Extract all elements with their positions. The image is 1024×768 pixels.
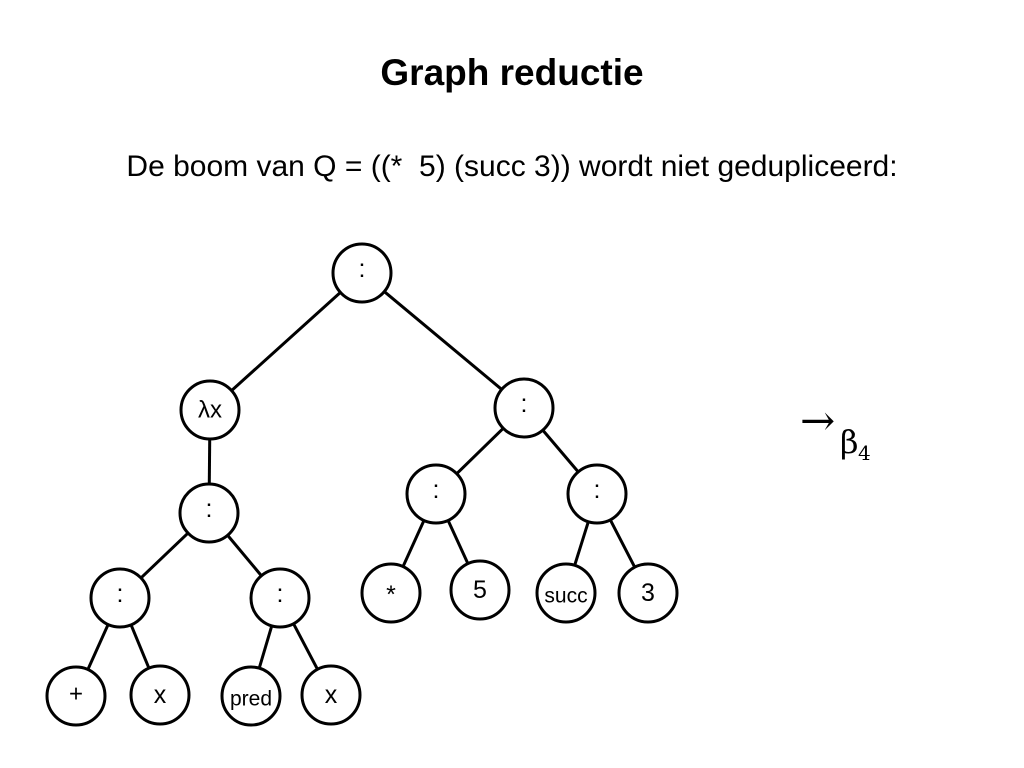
beta-reduction-arrow: → β 4 xyxy=(800,396,871,465)
tree-node-x1: x xyxy=(129,664,191,726)
tree-node-label: : xyxy=(206,495,213,523)
tree-edge xyxy=(401,519,426,568)
tree-node-circle xyxy=(220,665,282,727)
tree-node-circle xyxy=(405,463,467,525)
tree-node-label: : xyxy=(277,580,284,608)
tree-node-root: : xyxy=(331,242,393,304)
tree-node-label: + xyxy=(69,681,83,708)
tree-edge xyxy=(230,291,342,392)
tree-node-circle xyxy=(89,567,151,629)
tree-node-label: x xyxy=(325,681,338,709)
tree-node-arg-left: : xyxy=(405,463,467,525)
tree-node-label: * xyxy=(386,581,396,609)
tree-node-circle xyxy=(449,559,511,621)
tree-node-circle xyxy=(179,379,241,441)
tree-edge xyxy=(455,427,505,475)
slide-title: Graph reductie xyxy=(380,52,644,93)
tree-node-arg-right: : xyxy=(566,463,628,525)
tree-edge xyxy=(383,290,503,391)
tree-edge xyxy=(257,625,274,669)
tree-node-label: : xyxy=(117,580,124,608)
tree-node-circle xyxy=(617,562,679,624)
tree-node-circle xyxy=(300,664,362,726)
tree-node-body-left: : xyxy=(89,567,151,629)
tree-node-label: succ xyxy=(544,585,587,608)
reduction-arrow-symbol: → xyxy=(800,396,835,445)
tree-node-pred: pred xyxy=(220,665,282,727)
tree-node-label: 3 xyxy=(641,579,655,607)
tree-node-circle xyxy=(535,562,597,624)
tree-node-label: 5 xyxy=(473,576,487,604)
tree-node-lambda: λx xyxy=(179,379,241,441)
tree-node-label: λx xyxy=(198,397,222,424)
tree-node-circle xyxy=(360,562,422,624)
tree-node-body: : xyxy=(178,482,240,544)
tree-node-circle xyxy=(331,242,393,304)
tree-node-label: : xyxy=(594,476,601,504)
tree-edge xyxy=(129,624,151,669)
tree-node-five: 5 xyxy=(449,559,511,621)
tree-edges xyxy=(86,290,637,671)
tree-edge xyxy=(573,521,590,566)
tree-node-circle xyxy=(45,665,107,727)
tree-node-circle xyxy=(249,567,311,629)
tree-edge xyxy=(86,623,110,671)
beta-subscript: 4 xyxy=(858,441,871,465)
tree-node-arg: : xyxy=(493,377,555,439)
tree-node-label: x xyxy=(154,681,167,709)
tree-node-plus: + xyxy=(45,665,107,727)
tree-node-circle xyxy=(566,463,628,525)
tree-node-label: : xyxy=(433,476,440,504)
tree-edge xyxy=(292,622,319,671)
tree-node-circle xyxy=(178,482,240,544)
tree-edge xyxy=(226,534,263,577)
tree-node-label: pred xyxy=(230,688,272,711)
tree-edge xyxy=(541,429,580,473)
tree-node-three: 3 xyxy=(617,562,679,624)
beta-symbol: β xyxy=(840,423,859,461)
tree-edge xyxy=(608,519,637,568)
tree-node-body-right: : xyxy=(249,567,311,629)
tree-node-succ: succ xyxy=(535,562,597,624)
tree-node-label: : xyxy=(359,255,366,283)
tree-edge xyxy=(139,531,190,580)
tree-node-star: * xyxy=(360,562,422,624)
tree-node-circle xyxy=(493,377,555,439)
tree-node-circle xyxy=(129,664,191,726)
slide-subtitle: De boom van Q = ((* 5) (succ 3)) wordt n… xyxy=(126,150,898,183)
tree-node-label: : xyxy=(521,390,528,418)
tree-edge xyxy=(446,519,470,565)
tree-node-x2: x xyxy=(300,664,362,726)
